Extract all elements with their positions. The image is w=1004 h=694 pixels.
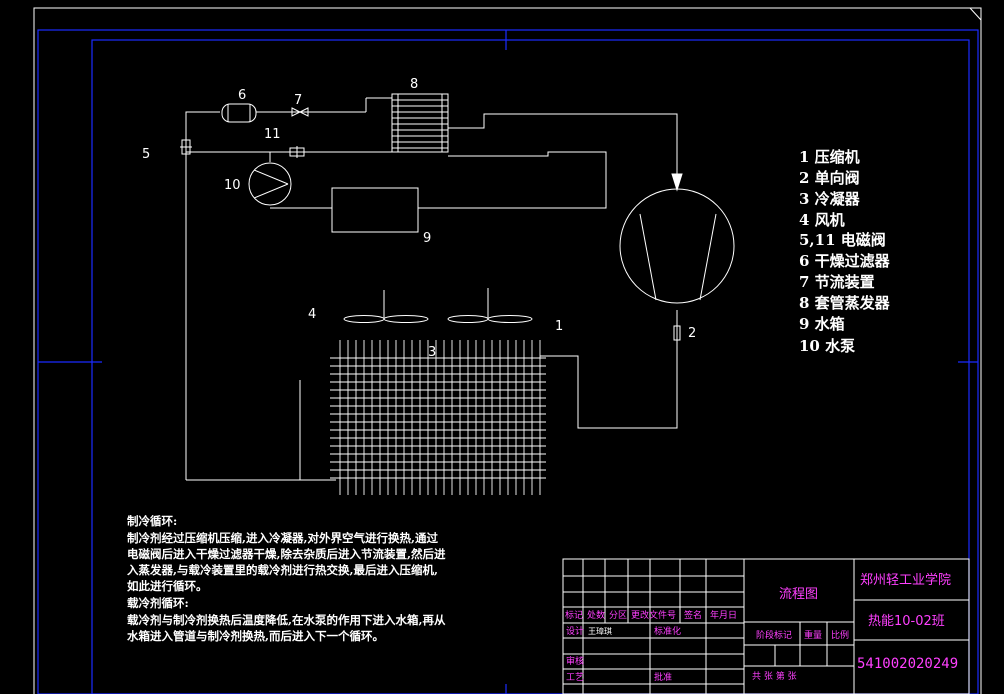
tb-signature: 签名 xyxy=(684,609,702,621)
label-2: 2 xyxy=(688,326,696,341)
legend: 1 压缩机 2 单向阀 3 冷凝器 4 风机 5,11 电磁阀 6 干燥过滤器 … xyxy=(799,148,891,355)
water-tank xyxy=(331,187,419,233)
note-line: 水箱进入管道与制冷剂换热,而后进入下一个循环。 xyxy=(127,629,384,643)
label-11: 11 xyxy=(264,127,281,142)
tb-zone: 分区 xyxy=(609,610,627,621)
inner-blue-frame xyxy=(91,39,970,694)
note-line: 载冷剂与制冷剂换热后温度降低,在水泵的作用下进入水箱,再从 xyxy=(127,613,446,627)
title-block-text: 标记 处数 分区 更改文件号 签名 年月日 设计 王璋琪 标准化 审核 工艺 批… xyxy=(565,572,958,683)
legend-item: 5,11 电磁阀 xyxy=(799,231,886,249)
tb-mark: 标记 xyxy=(565,609,583,621)
check-valve xyxy=(673,325,681,341)
label-5: 5 xyxy=(142,147,150,162)
label-8: 8 xyxy=(410,77,418,92)
tb-doc-no: 更改文件号 xyxy=(631,609,676,621)
note-line: 制冷剂经过压缩机压缩,进入冷凝器,对外界空气进行换热,通过 xyxy=(127,531,439,545)
tb-process: 工艺 xyxy=(566,672,584,683)
tb-scale: 比例 xyxy=(831,629,849,641)
evaporator-coil xyxy=(391,93,449,153)
tb-sheets: 共 张 第 张 xyxy=(752,670,797,682)
tb-standardize: 标准化 xyxy=(654,625,681,637)
legend-item: 1 压缩机 xyxy=(799,148,860,166)
tb-drawing-number: 541002020249 xyxy=(857,656,958,672)
title-block xyxy=(562,558,970,694)
legend-item: 7 节流装置 xyxy=(799,273,875,291)
label-9: 9 xyxy=(423,231,431,246)
centering-marks xyxy=(38,30,978,694)
tb-count: 处数 xyxy=(587,609,605,621)
legend-item: 8 套管蒸发器 xyxy=(799,294,891,312)
note-line: 制冷循环: xyxy=(127,514,177,528)
throttle-valve xyxy=(291,107,309,117)
process-notes: 制冷循环: 制冷剂经过压缩机压缩,进入冷凝器,对外界空气进行换热,通过 电磁阀后… xyxy=(127,514,446,643)
legend-item: 4 风机 xyxy=(799,211,845,229)
legend-item: 2 单向阀 xyxy=(799,169,860,187)
compressor xyxy=(619,173,735,304)
label-6: 6 xyxy=(238,88,246,103)
label-3: 3 xyxy=(428,345,436,360)
tb-designer: 王璋琪 xyxy=(588,626,612,636)
tb-weight: 重量 xyxy=(804,629,822,641)
water-pump xyxy=(248,162,292,206)
condenser-coil xyxy=(330,340,546,495)
label-4: 4 xyxy=(308,307,316,322)
note-line: 电磁阀后进入干燥过滤器干燥,除去杂质后进入节流装置,然后进 xyxy=(127,547,446,561)
dryer-filter xyxy=(221,103,257,123)
label-7: 7 xyxy=(294,93,302,108)
label-10: 10 xyxy=(224,178,241,193)
legend-item: 3 冷凝器 xyxy=(799,190,861,208)
label-1: 1 xyxy=(555,319,563,334)
sheet-border xyxy=(33,7,982,694)
corner-mark xyxy=(969,7,982,21)
piping xyxy=(185,97,678,481)
tb-review: 审核 xyxy=(566,655,584,667)
tb-approve: 批准 xyxy=(654,671,672,683)
tb-date: 年月日 xyxy=(710,609,737,621)
note-line: 载冷剂循环: xyxy=(127,596,189,610)
tb-class: 热能10-02班 xyxy=(868,614,945,629)
tb-design: 设计 xyxy=(566,625,584,637)
solenoid-valve-11 xyxy=(289,146,305,158)
note-line: 如此进行循环。 xyxy=(127,579,208,593)
legend-item: 9 水箱 xyxy=(799,315,845,333)
tb-drawing-title: 流程图 xyxy=(779,587,818,602)
legend-item: 10 水泵 xyxy=(799,337,855,355)
legend-item: 6 干燥过滤器 xyxy=(799,252,891,270)
fan-blades xyxy=(343,288,533,323)
note-line: 入蒸发器,与载冷装置里的载冷剂进行热交换,最后进入压缩机, xyxy=(127,563,438,577)
solenoid-valve-5 xyxy=(180,139,192,155)
tb-school: 郑州轻工业学院 xyxy=(860,572,951,588)
tb-stage-mark: 阶段标记 xyxy=(756,629,792,641)
